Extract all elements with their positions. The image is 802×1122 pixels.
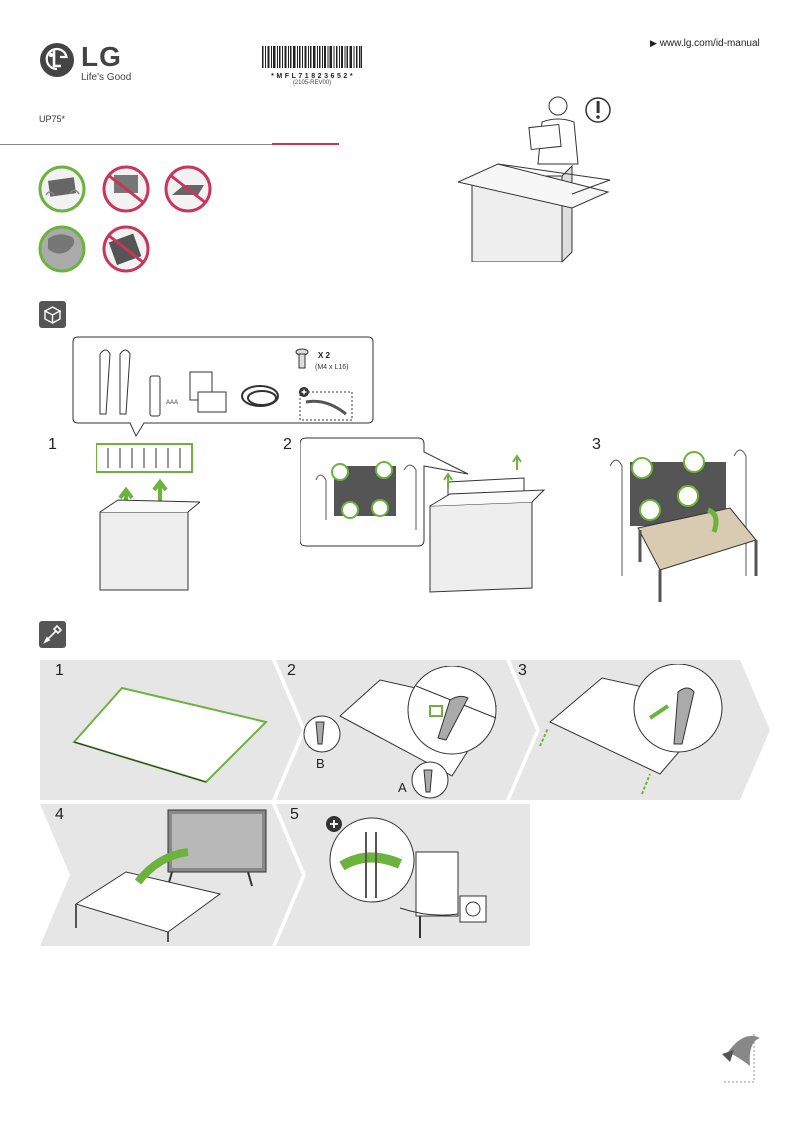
barcode: * M F L 7 1 8 2 3 6 5 2 * (2105-REV00) <box>262 46 362 96</box>
assembly-step-5-number: 5 <box>290 806 299 823</box>
lg-logo-icon <box>40 43 74 77</box>
unpack-step-2-number: 2 <box>283 436 292 453</box>
cable-holder-icon <box>299 387 353 421</box>
unpack-step-1-illustration <box>96 443 200 591</box>
screw-icon <box>295 348 309 369</box>
brand-name: LG <box>81 41 122 72</box>
header-rule-accent <box>272 143 339 145</box>
box-icon <box>39 301 66 328</box>
screw-size: (M4 x L16) <box>315 364 349 371</box>
play-arrow-icon: ▶ <box>650 38 657 48</box>
handling-no-lift-icon <box>164 165 212 213</box>
box-caution-illustration <box>458 96 611 262</box>
assembly-step-4-number: 4 <box>55 806 64 823</box>
unpack-step-1-number: 1 <box>48 436 57 453</box>
power-cord-icon <box>241 385 279 407</box>
barcode-subtext: (2105-REV00) <box>292 80 332 86</box>
callout-label-a: A <box>398 780 407 795</box>
model-number: UP75* <box>39 114 66 124</box>
header-rule <box>0 144 272 145</box>
handling-ok-carry-icon <box>38 165 86 213</box>
handling-ok-grip-icon <box>38 225 86 273</box>
barcode-bars <box>262 46 362 68</box>
remote-icon <box>149 375 161 417</box>
assembly-step-3-illustration <box>539 664 723 795</box>
tools-icon <box>39 621 66 648</box>
accessories-callout <box>72 336 374 438</box>
stand-legs-icon <box>99 349 131 415</box>
barcode-text: * M F L 7 1 8 2 3 6 5 2 * <box>271 73 353 80</box>
callout-label-b: B <box>316 756 325 771</box>
unpack-step-3-illustration <box>609 449 758 602</box>
battery-label: AAA <box>166 400 179 406</box>
handling-guidelines <box>38 165 212 273</box>
assembly-step-5-illustration <box>326 816 487 938</box>
screw-quantity: X 2 <box>318 351 331 360</box>
brand-tagline: Life's Good <box>81 72 132 83</box>
assembly-step-2-number: 2 <box>287 662 296 679</box>
assembly-step-3-number: 3 <box>518 662 527 679</box>
assembly-step-4-illustration <box>74 809 267 942</box>
unpack-step-3-number: 3 <box>592 436 601 453</box>
assembly-step-1-number: 1 <box>55 662 64 679</box>
manual-icon <box>189 371 227 413</box>
manual-url-text: www.lg.com/id-manual <box>659 38 760 49</box>
manual-url[interactable]: ▶ www.lg.com/id-manual <box>650 38 760 49</box>
lg-logo: LG Life's Good <box>39 41 149 86</box>
handling-no-screen-press-icon <box>102 165 150 213</box>
assembly-step-1-illustration <box>72 686 268 784</box>
page-turn-icon[interactable] <box>718 1030 766 1086</box>
warning-icon <box>585 97 611 123</box>
unpack-step-2-illustration <box>300 437 546 593</box>
assembly-step-2-illustration <box>303 666 497 799</box>
handling-no-corner-icon <box>102 225 150 273</box>
